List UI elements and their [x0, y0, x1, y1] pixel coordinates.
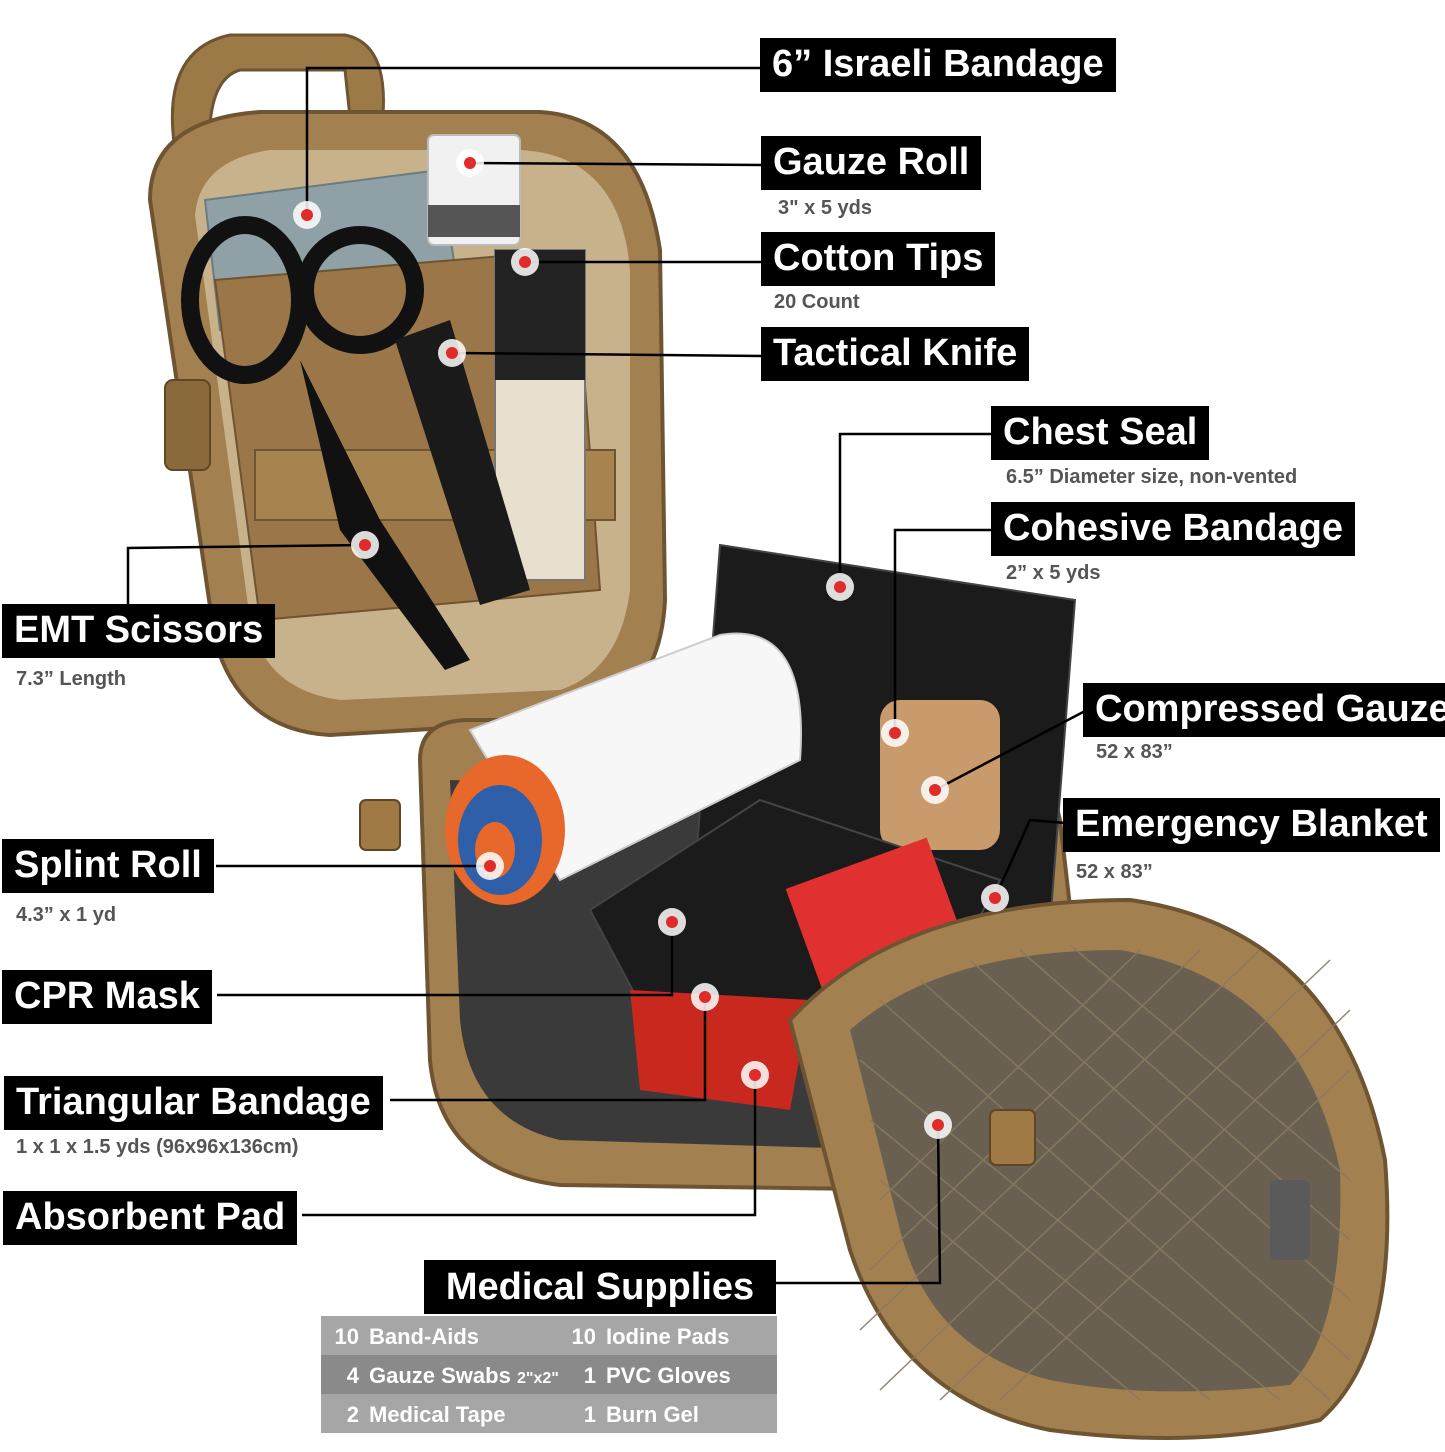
emt-scissors-shape: [181, 216, 424, 384]
supplies-row: 2 Medical Tape 1 Burn Gel: [321, 1394, 777, 1433]
cotton-tips-label: Cotton Tips: [761, 232, 996, 286]
cohesive-bandage-roll: [880, 700, 1000, 850]
leader-lines: [126, 66, 1086, 1285]
cpr-mask-label: CPR Mask: [2, 970, 212, 1024]
supplies-item: Gauze Swabs: [369, 1363, 511, 1388]
emt-scissors-length: 7.3” Length: [16, 668, 127, 690]
supplies-item: Band-Aids: [369, 1324, 479, 1349]
tactical-knife-shape: [395, 320, 530, 605]
supplies-left-cell: 2 Medical Tape: [329, 1402, 506, 1428]
supplies-qty: 4: [346, 1363, 359, 1388]
gauze-roll-size: 3" x 5 yds: [778, 197, 872, 219]
israeli-bandage-label: 6” Israeli Bandage: [760, 38, 1116, 92]
chest-seal-size: 6.5” Diameter size, non-vented: [1006, 466, 1298, 488]
tactical-knife-label: Tactical Knife: [761, 327, 1030, 381]
supplies-row: 10 Band-Aids 10 Iodine Pads: [321, 1316, 777, 1355]
supplies-note: 2"x2": [516, 1370, 559, 1387]
cotton-tips-count: 20 Count: [774, 291, 860, 313]
emergency-blanket-size: 52 x 83”: [1076, 861, 1153, 883]
supplies-qty: 1: [583, 1363, 596, 1388]
emt-scissors-label: EMT Scissors: [2, 604, 276, 658]
mesh-pattern: [859, 944, 1351, 1401]
supplies-qty: 2: [346, 1402, 359, 1427]
callout-markers: [293, 149, 1009, 1139]
cohesive-bandage-size: 2” x 5 yds: [1006, 562, 1101, 584]
absorbent-pad-label: Absorbent Pad: [3, 1191, 298, 1245]
cohesive-bandage-label: Cohesive Bandage: [991, 502, 1355, 556]
supplies-right-cell: 1 PVC Gloves: [566, 1363, 731, 1389]
gauze-roll-label: Gauze Roll: [761, 136, 982, 190]
compressed-gauze-label: Compressed Gauze: [1083, 683, 1445, 737]
splint-roll-size: 4.3” x 1 yd: [16, 904, 117, 926]
triangular-bandage-label: Triangular Bandage: [4, 1076, 383, 1130]
supplies-item: Iodine Pads: [606, 1324, 730, 1349]
medical-supplies-table: 10 Band-Aids 10 Iodine Pads 4 Gauze Swabs 2…: [321, 1316, 777, 1433]
chest-seal-label: Chest Seal: [991, 406, 1210, 460]
supplies-left-cell: 10 Band-Aids: [329, 1324, 479, 1350]
compressed-gauze-size: 52 x 83”: [1096, 741, 1173, 763]
supplies-item: Medical Tape: [369, 1402, 506, 1427]
splint-roll-label: Splint Roll: [2, 839, 214, 893]
supplies-item: Burn Gel: [606, 1402, 699, 1427]
supplies-qty: 1: [583, 1402, 596, 1427]
triangular-bandage-size: 1 x 1 x 1.5 yds (96x96x136cm): [16, 1136, 299, 1158]
medical-supplies-title: Medical Supplies: [424, 1260, 776, 1314]
supplies-item: PVC Gloves: [606, 1363, 731, 1388]
supplies-qty: 10: [334, 1324, 359, 1349]
supplies-left-cell: 4 Gauze Swabs 2"x2": [329, 1363, 559, 1389]
supplies-right-cell: 1 Burn Gel: [566, 1402, 699, 1428]
emergency-blanket-label: Emergency Blanket: [1063, 798, 1440, 852]
supplies-right-cell: 10 Iodine Pads: [566, 1324, 730, 1350]
supplies-row: 4 Gauze Swabs 2"x2" 1 PVC Gloves: [321, 1355, 777, 1394]
supplies-qty: 10: [571, 1324, 596, 1349]
